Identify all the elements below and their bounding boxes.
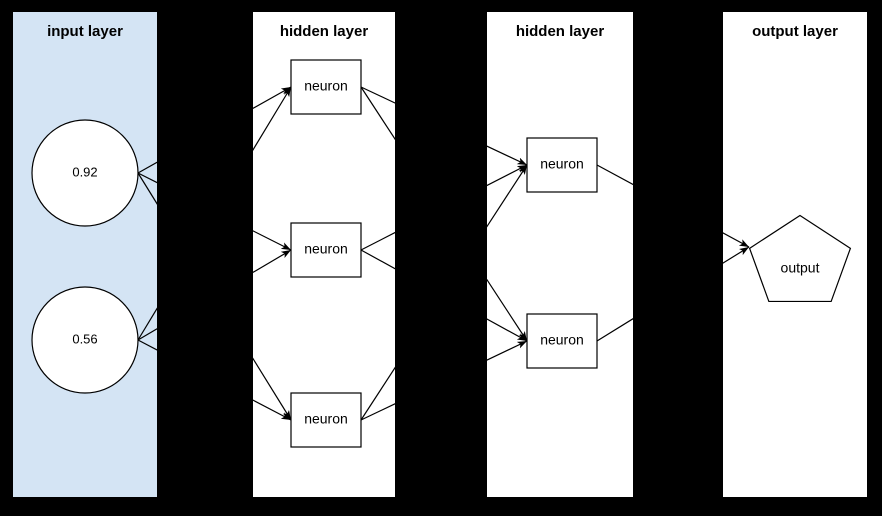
edge-hidden2-node-1-to-output-node-1 [596, 164, 633, 186]
node-label-hidden1-node-3: neuron [304, 411, 348, 427]
edge-hidden1-node-1-to-hidden2-node-1 [360, 86, 395, 104]
node-output-node-1[interactable] [748, 214, 852, 303]
layer-title-hidden-layer-1: hidden layer [280, 23, 369, 40]
layer-titles: input layer hidden layer hidden layer outpu… [47, 23, 838, 40]
edge-hidden1-node-3-to-hidden2-node-2 [360, 403, 395, 421]
edge-input-node-2-to-hidden1-node-2 [253, 249, 292, 274]
node-hidden2-node-1[interactable] [526, 137, 598, 193]
edge-hidden1-node-3-to-hidden2-node-1 [487, 164, 528, 228]
node-input-node-1[interactable] [31, 119, 139, 227]
node-label-hidden1-node-1: neuron [304, 78, 348, 94]
layer-title-output-layer: output layer [752, 23, 838, 40]
node-label-input-node-1: 0.92 [72, 164, 97, 179]
node-label-hidden2-node-1: neuron [540, 156, 584, 172]
edge-hidden1-node-2-to-hidden2-node-2 [487, 318, 528, 342]
node-label-hidden1-node-2: neuron [304, 241, 348, 257]
edge-hidden2-node-2-to-output-node-1 [596, 318, 633, 342]
node-hidden1-node-1[interactable] [290, 59, 362, 115]
node-label-input-node-2: 0.56 [72, 331, 97, 346]
edge-hidden1-node-2-to-hidden2-node-2 [360, 249, 395, 270]
layer-title-input-layer: input layer [47, 23, 123, 40]
layer-panels [13, 12, 867, 497]
layer-nodes: 0.92 0.56 neuron neuron neuron neuron neuron ou… [31, 59, 852, 448]
edge-hidden1-node-1-to-hidden2-node-2 [487, 278, 528, 342]
node-hidden1-node-3[interactable] [290, 392, 362, 448]
layer-panel-hidden-layer-2 [487, 12, 633, 497]
edge-hidden2-node-2-to-output-node-1 [723, 246, 750, 264]
node-input-node-2[interactable] [31, 286, 139, 394]
layer-title-hidden-layer-2: hidden layer [516, 23, 605, 40]
edge-hidden1-node-3-to-hidden2-node-1 [360, 366, 395, 421]
edge-hidden1-node-1-to-hidden2-node-2 [360, 86, 395, 141]
layer-panel-input-layer [13, 12, 157, 497]
edge-input-node-2-to-hidden1-node-3 [253, 399, 292, 421]
edge-hidden1-node-2-to-hidden2-node-1 [360, 231, 395, 251]
edge-hidden2-node-1-to-output-node-1 [723, 232, 750, 248]
edge-hidden1-node-3-to-hidden2-node-2 [487, 340, 528, 361]
edge-input-node-1-to-hidden1-node-1 [253, 86, 292, 110]
edge-hidden1-node-2-to-hidden2-node-1 [487, 164, 528, 187]
node-label-output-node-1: output [781, 260, 820, 276]
node-label-hidden2-node-2: neuron [540, 332, 584, 348]
node-hidden1-node-2[interactable] [290, 222, 362, 278]
node-hidden2-node-2[interactable] [526, 313, 598, 369]
edge-input-node-2-to-hidden1-node-1 [253, 86, 292, 151]
edge-hidden1-node-1-to-hidden2-node-1 [487, 145, 528, 166]
connection-edges [137, 86, 750, 421]
edge-input-node-1-to-hidden1-node-2 [253, 230, 292, 251]
edge-input-node-1-to-hidden1-node-3 [253, 357, 292, 421]
